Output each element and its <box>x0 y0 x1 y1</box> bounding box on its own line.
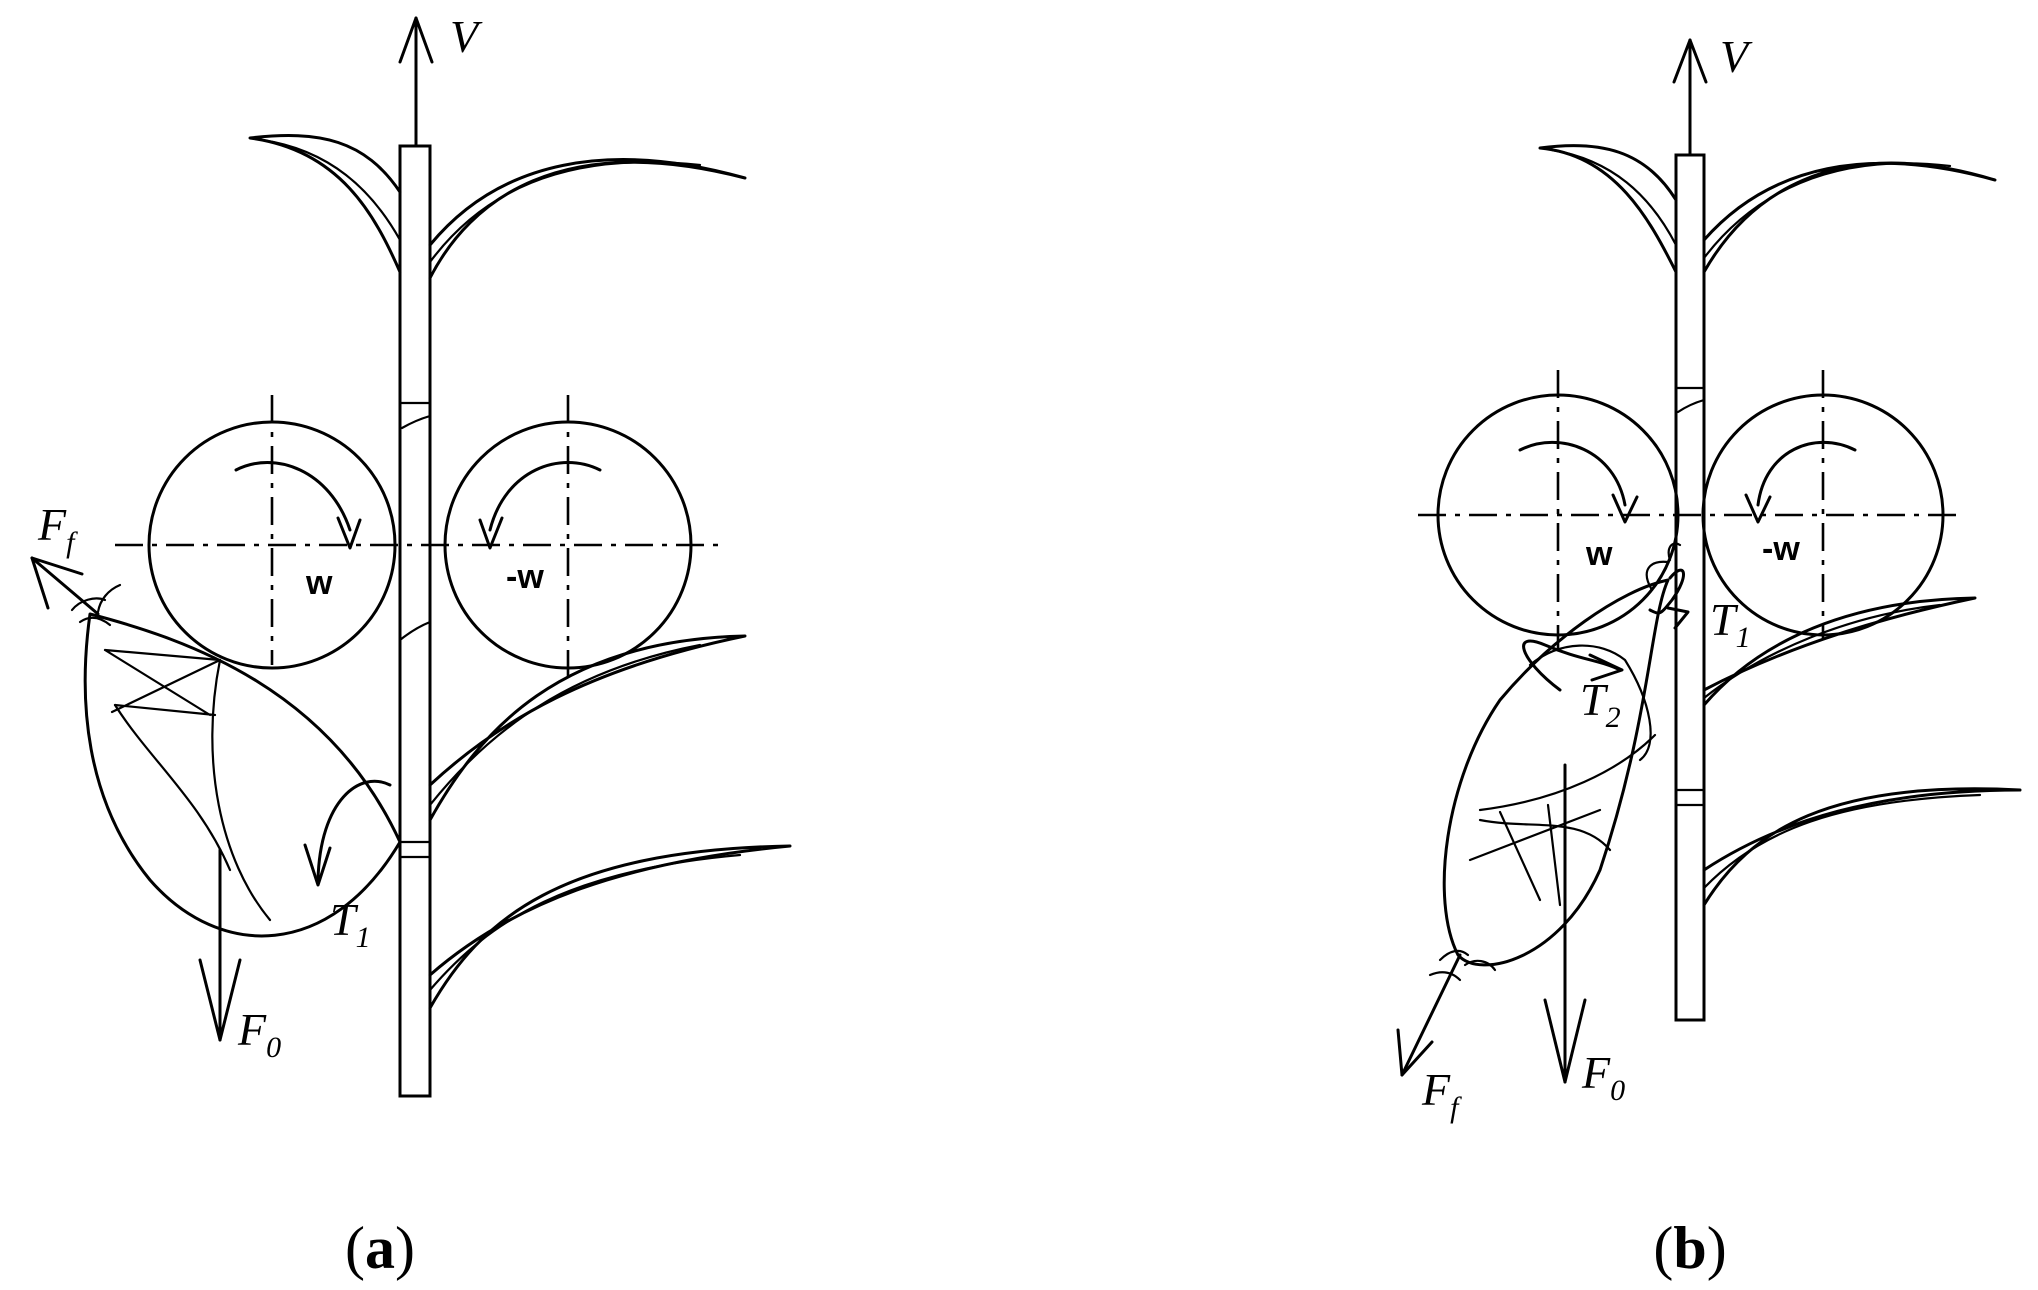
torque-2-arrow-b <box>1522 639 1624 692</box>
middle-right-leaf-b <box>1702 596 1977 707</box>
roller-centerlines-b <box>1418 370 1965 650</box>
corn-ear-a <box>70 583 402 938</box>
lower-right-leaf-b <box>1702 787 2022 907</box>
velocity-arrow-a <box>398 16 434 147</box>
corn-ear-b <box>1428 542 1682 982</box>
stalk-a <box>398 144 432 1098</box>
velocity-label-b: V <box>1720 31 1753 82</box>
torque-2-label-b: T2 <box>1580 674 1621 734</box>
panel-b: V <box>1396 31 2022 1281</box>
weight-force-label-b: F0 <box>1581 1047 1625 1107</box>
upper-left-leaf-b <box>1538 144 1678 274</box>
left-roller-speed-b: w <box>1585 535 1613 573</box>
upper-right-leaf-b <box>1702 161 1997 274</box>
middle-right-leaf-a <box>428 634 747 822</box>
friction-force-label-b: Ff <box>1421 1064 1462 1124</box>
roller-centerlines-a <box>115 395 720 680</box>
torque-1-arrow-b <box>1648 568 1690 630</box>
caption-b: (b) <box>1653 1215 1726 1281</box>
lower-right-leaf-a <box>428 844 792 1010</box>
upper-right-leaf-a <box>428 158 747 280</box>
caption-a: (a) <box>345 1215 415 1281</box>
friction-force-label-a: Ff <box>37 499 78 559</box>
weight-force-arrow-b <box>1543 763 1587 1084</box>
torque-1-label-a: T1 <box>330 894 371 954</box>
stalk-nodes-a <box>398 401 432 859</box>
right-roller-speed-b: -w <box>1762 530 1800 568</box>
velocity-arrow-b <box>1672 38 1708 157</box>
panel-a: V <box>30 11 792 1281</box>
friction-force-arrow-b <box>1396 953 1462 1077</box>
weight-force-label-a: F0 <box>237 1004 281 1064</box>
torque-1-label-b: T1 <box>1710 594 1751 654</box>
upper-left-leaf-a <box>248 134 402 274</box>
velocity-label-a: V <box>450 11 483 62</box>
stalk-nodes-b <box>1674 386 1706 807</box>
weight-force-arrow-a <box>198 848 242 1042</box>
friction-force-arrow-a <box>30 556 100 616</box>
left-roller-speed-a: w <box>305 564 333 602</box>
torque-1-arrow-a <box>303 779 392 887</box>
right-roller-speed-a: -w <box>506 558 544 596</box>
